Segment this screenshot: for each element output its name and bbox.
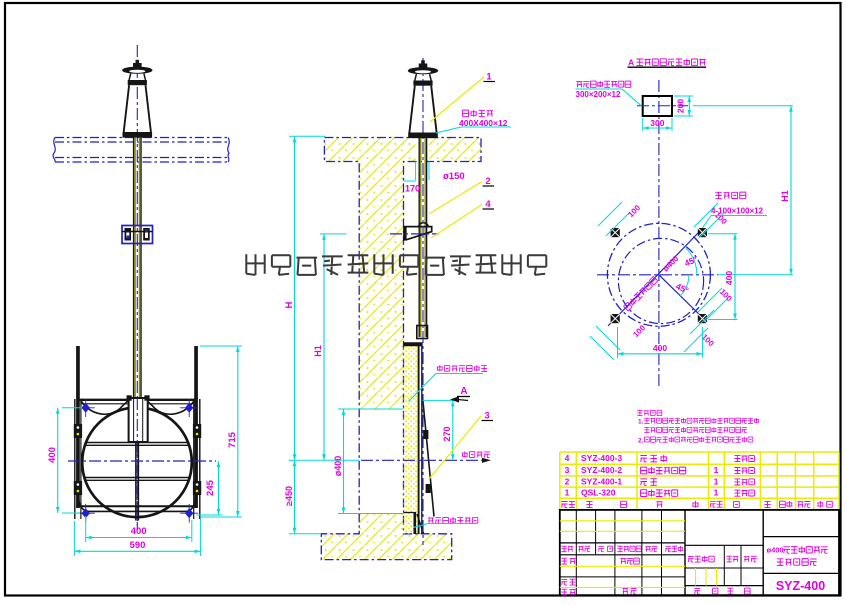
svg-text:45°: 45° <box>683 254 699 268</box>
svg-text:SYZ-400-2: SYZ-400-2 <box>581 465 622 475</box>
svg-text:H1: H1 <box>780 190 790 202</box>
svg-text:4-100×100×12: 4-100×100×12 <box>711 207 764 216</box>
svg-text:A: A <box>628 58 634 68</box>
svg-text:400: 400 <box>47 447 58 463</box>
svg-text:QSL-320: QSL-320 <box>581 488 616 498</box>
svg-text:H: H <box>284 301 295 308</box>
svg-text:≥450: ≥450 <box>284 486 294 506</box>
svg-text:590: 590 <box>130 540 146 551</box>
svg-text:400: 400 <box>724 271 734 285</box>
svg-text:2: 2 <box>485 176 490 187</box>
svg-text:400: 400 <box>131 526 147 537</box>
svg-text:400X400×12: 400X400×12 <box>459 118 508 128</box>
svg-text:400: 400 <box>653 343 667 353</box>
svg-text:SYZ-400-1: SYZ-400-1 <box>581 477 622 487</box>
svg-text:170: 170 <box>405 184 420 194</box>
svg-text:300×200×12: 300×200×12 <box>576 90 621 99</box>
svg-text:1: 1 <box>714 477 719 487</box>
svg-text:1: 1 <box>565 488 570 498</box>
svg-text:4: 4 <box>485 199 491 210</box>
svg-text:SYZ-400-3: SYZ-400-3 <box>581 453 622 463</box>
svg-text:2.: 2. <box>638 438 644 445</box>
svg-text:270: 270 <box>442 426 452 441</box>
svg-text:1: 1 <box>714 488 719 498</box>
svg-text:A: A <box>460 386 467 397</box>
svg-text:3: 3 <box>484 411 489 422</box>
svg-text:4: 4 <box>565 453 570 463</box>
svg-text:1.: 1. <box>638 419 644 426</box>
svg-text:300: 300 <box>650 118 664 128</box>
svg-text:ø150: ø150 <box>443 171 465 182</box>
svg-text:2: 2 <box>565 477 570 487</box>
svg-text:SYZ-400: SYZ-400 <box>776 579 825 593</box>
svg-text:3: 3 <box>565 465 570 475</box>
svg-text:ø400: ø400 <box>333 456 343 477</box>
svg-text:1: 1 <box>714 465 719 475</box>
svg-text:ø400: ø400 <box>767 546 784 555</box>
svg-text:245: 245 <box>205 479 216 496</box>
svg-text:1: 1 <box>486 72 492 83</box>
svg-text:715: 715 <box>227 431 238 448</box>
svg-text:H1: H1 <box>313 345 323 357</box>
svg-text:200: 200 <box>676 99 686 113</box>
